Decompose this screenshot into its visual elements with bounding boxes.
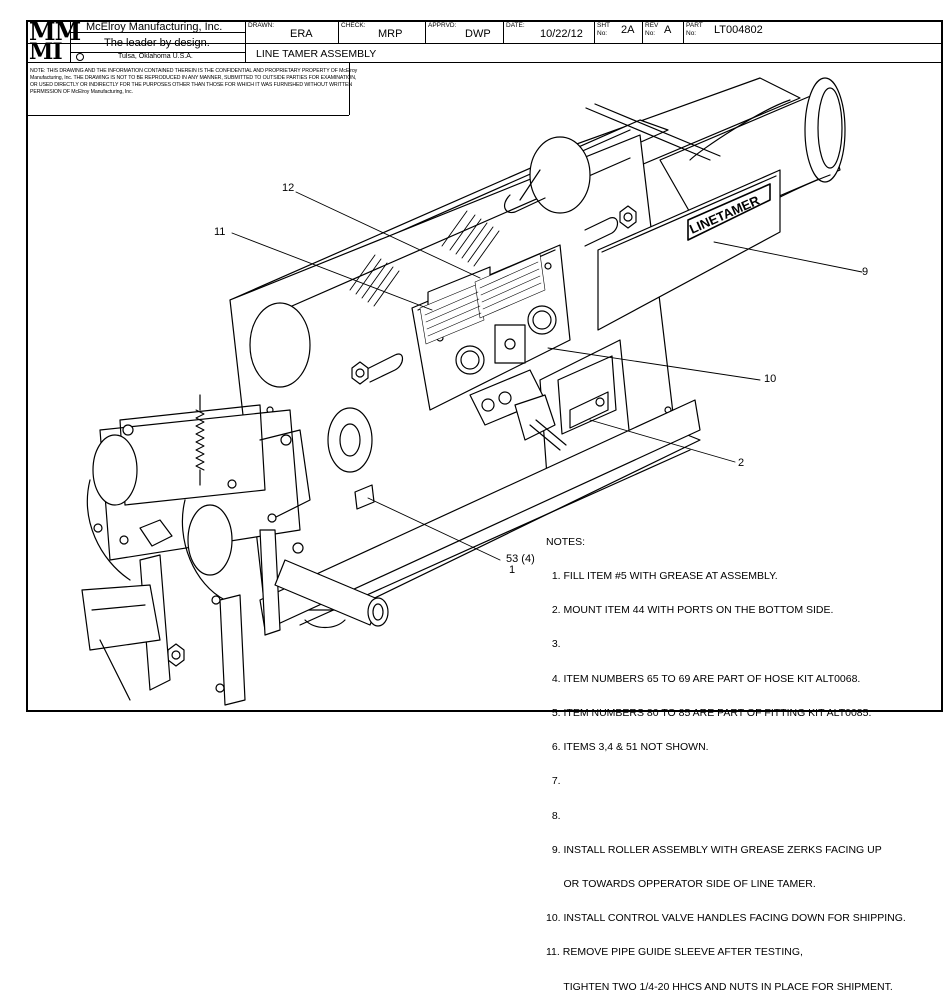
rev-value: A: [664, 24, 672, 36]
rev-label: REV: [645, 22, 659, 29]
company-logo-top: MM: [29, 17, 81, 46]
drawing-title: LINE TAMER ASSEMBLY: [256, 48, 377, 60]
roller-assembly-left: [81, 394, 373, 706]
note-line: 5. ITEM NUMBERS 80 TO 85 ARE PART OF FIT…: [546, 706, 872, 719]
rev-no-label: No:: [645, 30, 656, 37]
control-valve: [469, 339, 631, 491]
note-line: 4. ITEM NUMBERS 65 TO 69 ARE PART OF HOS…: [546, 672, 861, 685]
note-line: 1. FILL ITEM #5 WITH GREASE AT ASSEMBLY.: [546, 570, 778, 583]
part-label: PART: [686, 22, 703, 29]
apprvd-value: DWP: [465, 28, 491, 40]
check-value: MRP: [378, 28, 403, 40]
note-line: 8.: [546, 809, 561, 822]
apprvd-label: APPRVD:: [428, 22, 457, 29]
note-line: 11. REMOVE PIPE GUIDE SLEEVE AFTER TESTI…: [546, 946, 803, 959]
pipe-guide: [274, 559, 389, 627]
company-logo-bottom: MI: [29, 39, 63, 65]
base-frame: [259, 399, 701, 631]
company-tagline: The leader by design.: [104, 37, 210, 49]
note-line: TIGHTEN TWO 1/4-20 HHCS AND NUTS IN PLAC…: [546, 980, 893, 993]
note-line: 6. ITEMS 3,4 & 51 NOT SHOWN.: [546, 741, 709, 754]
note-line: 2. MOUNT ITEM 44 WITH PORTS ON THE BOTTO…: [546, 604, 834, 617]
callout-2: 2: [738, 457, 745, 469]
company-name: McElroy Manufacturing, Inc.: [86, 21, 223, 33]
notes-header: NOTES:: [546, 535, 586, 548]
note-line: OR TOWARDS OPPERATOR SIDE OF LINE TAMER.: [546, 878, 816, 890]
drawn-label: DRAWN:: [248, 22, 275, 29]
part-no-label: No:: [686, 30, 697, 37]
drawn-value: ERA: [290, 28, 313, 40]
note-line: 3.: [546, 638, 561, 651]
notes-block: NOTES: 1. FILL ITEM #5 WITH GREASE AT AS…: [546, 514, 906, 1004]
callout-10: 10: [764, 373, 777, 385]
check-label: CHECK:: [341, 22, 366, 29]
part-value: LT004802: [714, 24, 763, 36]
note-line: 10. INSTALL CONTROL VALVE HANDLES FACING…: [546, 912, 906, 925]
registered-mark-icon: [76, 53, 84, 61]
drawing-border: [26, 20, 943, 712]
callout-1: 1: [509, 564, 516, 576]
callout-53: 53 (4): [506, 553, 535, 565]
assembly-drawing: LINETAMER: [81, 77, 863, 706]
sheet-no-label: No:: [597, 30, 608, 37]
callout-9: 9: [862, 266, 869, 278]
callout-11: 11: [214, 226, 226, 238]
confidential-note: NOTE: THIS DRAWING AND THE INFORMATION C…: [30, 68, 358, 95]
note-line: 7.: [546, 775, 561, 788]
company-location: Tulsa, Oklahoma U.S.A.: [118, 53, 193, 60]
note-line: 9. INSTALL ROLLER ASSEMBLY WITH GREASE Z…: [546, 843, 882, 856]
sheet-label: SHT: [597, 22, 610, 29]
callout-12: 12: [282, 182, 295, 194]
date-value: 10/22/12: [540, 28, 583, 40]
guard-plate: [597, 169, 781, 331]
date-label: DATE:: [506, 22, 525, 29]
sheet-value: 2A: [621, 24, 635, 36]
